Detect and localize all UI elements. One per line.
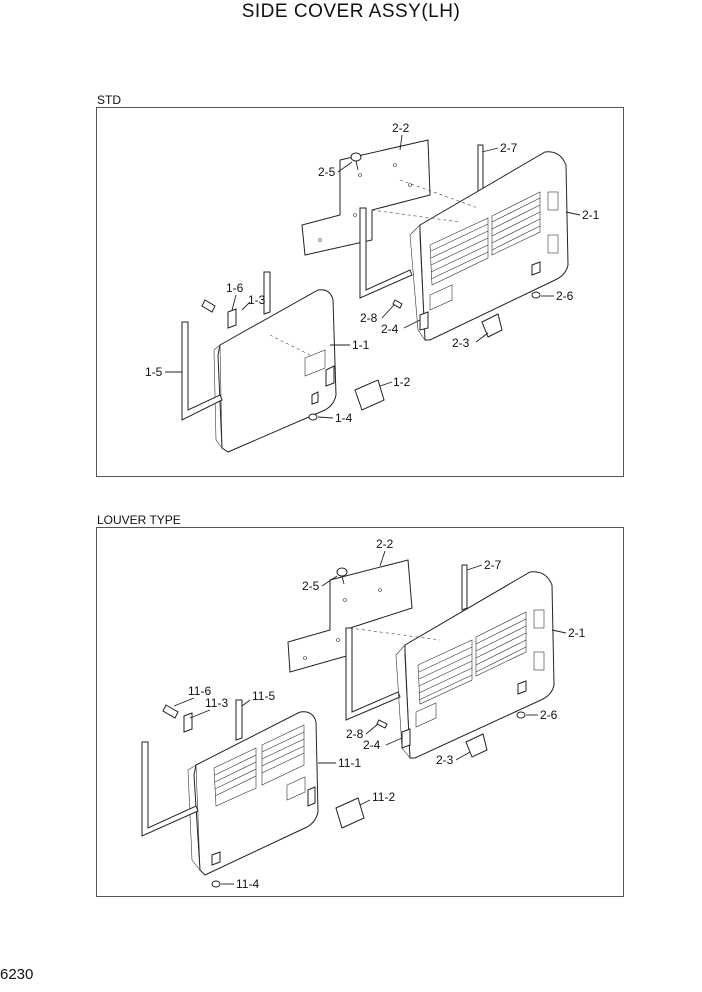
callout-1-1: 1-1 [352, 338, 370, 352]
std-seal-2-7-left [359, 207, 413, 299]
page-title: SIDE COVER ASSY(LH) [241, 1, 461, 22]
callout-11-4: 11-4 [236, 877, 259, 891]
callout-2-1: 2-1 [568, 626, 586, 640]
louver-grommet-2-6 [516, 711, 526, 719]
callout-2-7: 2-7 [484, 558, 502, 572]
louver-illustration: 2-2 2-5 2-7 2-1 2-6 2-8 2-4 2-3 11-6 11-… [141, 537, 586, 891]
section-label-std: STD [97, 93, 121, 107]
callout-11-2: 11-2 [372, 790, 395, 804]
std-cover-2-1 [409, 151, 569, 342]
louver-screw-11-6 [162, 704, 179, 719]
std-diagram-panel [96, 107, 624, 477]
callout-2-4: 2-4 [381, 322, 399, 336]
louver-clip-11-3 [183, 712, 193, 733]
callout-2-8: 2-8 [346, 727, 364, 741]
callout-2-6: 2-6 [556, 289, 574, 303]
louver-seal-11-5 [141, 741, 199, 837]
std-handle-2-3 [481, 313, 503, 338]
louver-seal-11-3 [235, 699, 243, 741]
callout-11-5: 11-5 [252, 689, 275, 703]
std-screw-1-6 [201, 299, 216, 313]
callout-2-4: 2-4 [363, 738, 381, 752]
louver-cover-11-1 [187, 711, 319, 876]
std-handle-1-2 [354, 379, 385, 411]
std-plate-2-2 [301, 139, 431, 256]
callout-11-6: 11-6 [188, 684, 211, 698]
louver-grommet-11-4 [211, 880, 221, 888]
std-grommet-2-6 [531, 291, 541, 299]
callout-1-5: 1-5 [145, 365, 163, 379]
louver-diagram-panel [96, 527, 624, 897]
section-label-louver: LOUVER TYPE [97, 513, 181, 527]
std-pin-2-8 [392, 299, 403, 309]
callout-1-6: 1-6 [226, 281, 244, 295]
callout-11-1: 11-1 [338, 756, 361, 770]
louver-pin-2-8 [376, 719, 388, 729]
callout-1-3: 1-3 [248, 293, 266, 307]
callout-2-7: 2-7 [500, 141, 518, 155]
callout-2-1: 2-1 [582, 208, 600, 222]
callout-11-3: 11-3 [205, 696, 228, 710]
callout-1-2: 1-2 [393, 375, 411, 389]
callout-2-2: 2-2 [376, 537, 394, 551]
callout-2-5: 2-5 [302, 579, 320, 593]
louver-leader-lines [173, 550, 567, 885]
callout-2-2: 2-2 [392, 121, 410, 135]
callout-2-5: 2-5 [318, 165, 336, 179]
callout-2-6: 2-6 [540, 708, 558, 722]
std-clip-1-3 [227, 308, 237, 329]
louver-handle-11-2 [335, 797, 365, 829]
louver-bolt-2-5 [336, 567, 348, 585]
std-seal-1-3 [263, 271, 271, 315]
louver-seal-2-7-top [461, 564, 468, 611]
std-cover-1-1 [213, 289, 337, 453]
std-grommet-1-4 [308, 413, 318, 421]
std-seal-1-5 [181, 321, 223, 421]
page-number: 6230 [0, 966, 34, 983]
callout-2-3: 2-3 [436, 753, 454, 767]
callout-2-8: 2-8 [360, 311, 378, 325]
std-latch-2-4 [419, 311, 429, 331]
callout-2-3: 2-3 [452, 336, 470, 350]
louver-seal-2-7-left [345, 627, 401, 721]
std-leader-lines [165, 134, 581, 419]
louver-handle-2-3 [465, 733, 488, 758]
louver-cover-2-1 [395, 571, 555, 759]
std-illustration: 2-2 2-5 2-7 2-1 2-6 2-8 2-4 2-3 1-6 1-3 … [145, 121, 600, 453]
louver-latch-2-4 [401, 728, 411, 749]
std-bolt-2-5 [350, 152, 362, 171]
callout-1-4: 1-4 [335, 411, 353, 425]
